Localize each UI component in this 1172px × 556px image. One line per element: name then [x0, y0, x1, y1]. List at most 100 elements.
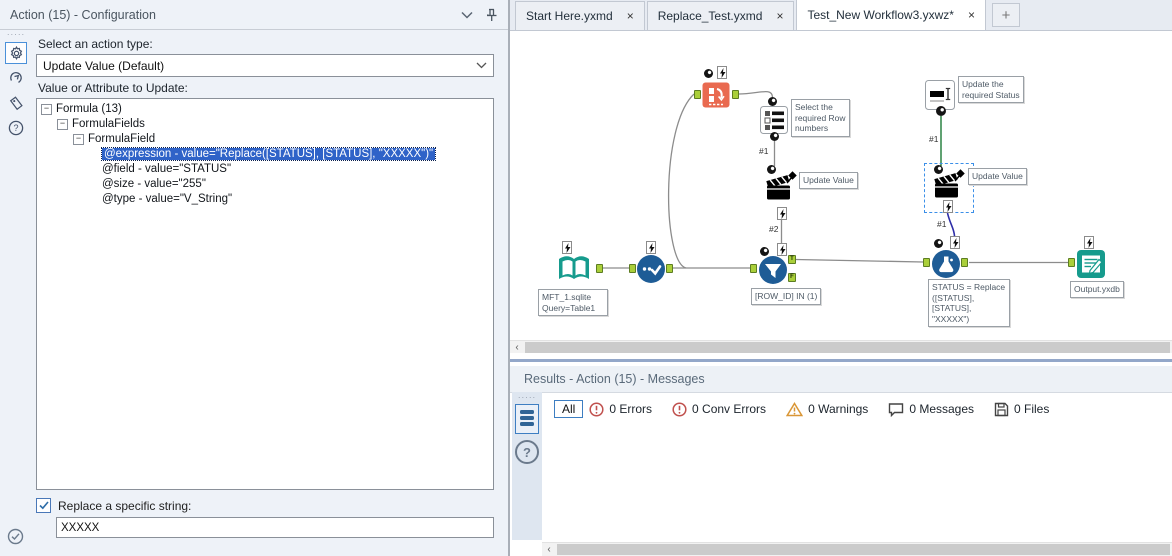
scroll-left-arrow[interactable]: ‹ — [542, 543, 556, 556]
input-anchor[interactable] — [694, 90, 701, 99]
input-anchor[interactable] — [629, 264, 636, 273]
workflow-canvas[interactable]: MFT_1.sqlite Query=Table1 — [510, 31, 1172, 340]
interface-anchor-icon[interactable] — [943, 200, 953, 213]
interface-list-tool[interactable] — [702, 82, 730, 111]
replace-string-checkbox[interactable] — [36, 498, 51, 513]
textbox-annotation[interactable]: Update the required Status — [958, 76, 1024, 103]
warning-icon — [786, 401, 804, 416]
annotation-line: required Row — [795, 112, 846, 123]
messages-filter[interactable]: 0 Messages — [888, 402, 974, 417]
collapse-icon[interactable]: − — [41, 104, 52, 115]
tree-item-label[interactable]: @expression - value="Replace([STATUS], [… — [100, 147, 437, 161]
output-anchor[interactable] — [732, 90, 739, 99]
tree-item-label[interactable]: @type - value="V_String" — [102, 193, 233, 205]
output-anchor[interactable] — [596, 264, 603, 273]
action-annotation[interactable]: Update Value — [968, 168, 1027, 185]
interface-circle-icon[interactable] — [770, 132, 779, 141]
run-settings-tab[interactable] — [5, 67, 27, 89]
action-tool[interactable] — [932, 169, 966, 204]
tree-label: Value or Attribute to Update: — [38, 81, 188, 95]
interface-anchor-icon[interactable] — [646, 241, 656, 254]
record-id-tool[interactable] — [637, 255, 665, 283]
false-anchor[interactable]: F — [788, 273, 796, 282]
tree-item-label[interactable]: @field - value="STATUS" — [102, 163, 232, 175]
messages-view-button[interactable] — [515, 404, 539, 434]
tree-row[interactable]: @type - value="V_String" — [41, 192, 493, 207]
collapse-icon[interactable]: − — [57, 119, 68, 130]
interface-anchor-icon[interactable] — [777, 243, 787, 256]
warnings-filter[interactable]: 0 Warnings — [786, 401, 868, 417]
action-type-select[interactable]: Update Value (Default) — [36, 54, 494, 77]
help-icon[interactable]: ? — [515, 440, 539, 464]
true-anchor[interactable]: T — [788, 255, 796, 264]
interface-circle-icon[interactable] — [934, 239, 943, 248]
svg-text:?: ? — [13, 123, 18, 133]
errors-filter[interactable]: 0 Errors — [589, 401, 652, 417]
files-filter[interactable]: 0 Files — [994, 402, 1049, 417]
tree-row-selected[interactable]: @expression - value="Replace([STATUS], [… — [41, 147, 493, 162]
filter-annotation[interactable]: [ROW_ID] IN (1) — [751, 288, 822, 305]
tree-row[interactable]: −FormulaFields — [41, 117, 493, 132]
interface-anchor-icon[interactable] — [1084, 236, 1094, 249]
tree-item-label[interactable]: FormulaField — [88, 133, 156, 145]
interface-circle-icon[interactable] — [934, 165, 943, 174]
input-data-tool[interactable] — [556, 253, 592, 288]
close-icon[interactable]: × — [626, 9, 634, 23]
collapse-chevron-icon[interactable] — [461, 11, 473, 19]
configuration-gear-tab[interactable] — [5, 42, 27, 64]
interface-circle-icon[interactable] — [760, 247, 769, 256]
tree-row[interactable]: −FormulaField — [41, 132, 493, 147]
scroll-left-arrow[interactable]: ‹ — [510, 341, 524, 354]
annotation-tab[interactable] — [5, 92, 27, 114]
action-annotation[interactable]: Update Value — [799, 172, 858, 189]
input-anchor[interactable] — [1068, 258, 1075, 267]
tree-row[interactable]: @field - value="STATUS" — [41, 162, 493, 177]
interface-circle-icon[interactable] — [704, 69, 713, 78]
panel-splitter[interactable] — [510, 353, 1172, 366]
listbox-annotation[interactable]: Select the required Row numbers — [791, 99, 850, 137]
canvas-horizontal-scrollbar[interactable]: ‹ — [510, 340, 1172, 354]
interface-circle-icon[interactable] — [936, 106, 946, 116]
close-icon[interactable]: × — [776, 9, 784, 23]
scrollbar-thumb[interactable] — [525, 342, 1170, 353]
filter-all-button[interactable]: All — [554, 400, 584, 418]
interface-circle-icon[interactable] — [767, 165, 776, 174]
interface-anchor-icon[interactable] — [777, 207, 787, 220]
output-annotation[interactable]: Output.yxdb — [1070, 281, 1124, 298]
tree-row[interactable]: @size - value="255" — [41, 177, 493, 192]
output-anchor[interactable] — [961, 258, 968, 267]
help-tab[interactable]: ? — [5, 117, 27, 139]
action-tool[interactable] — [764, 171, 798, 206]
output-data-tool[interactable] — [1076, 249, 1106, 282]
text-box-tool[interactable] — [925, 80, 955, 113]
interface-anchor-icon[interactable] — [562, 241, 572, 254]
attribute-tree[interactable]: −Formula (13) −FormulaFields −FormulaFie… — [36, 98, 494, 490]
tab-test-new-workflow3[interactable]: Test_New Workflow3.yxwz* × — [796, 0, 986, 30]
input-anchor[interactable] — [923, 258, 930, 267]
tab-start-here[interactable]: Start Here.yxmd × — [515, 1, 645, 30]
tree-item-label[interactable]: FormulaFields — [72, 118, 145, 130]
tab-replace-test[interactable]: Replace_Test.yxmd × — [646, 1, 795, 30]
collapse-icon[interactable]: − — [73, 134, 84, 145]
replace-string-label: Replace a specific string: — [58, 498, 192, 513]
input-annotation[interactable]: MFT_1.sqlite Query=Table1 — [538, 289, 608, 316]
tree-item-label[interactable]: Formula (13) — [56, 103, 122, 115]
interface-anchor-icon[interactable] — [717, 66, 727, 79]
interface-circle-icon[interactable] — [768, 97, 777, 106]
tree-item-label[interactable]: @size - value="255" — [102, 178, 206, 190]
close-icon[interactable]: × — [967, 8, 975, 22]
new-workflow-button[interactable]: + — [991, 3, 1020, 27]
scrollbar-thumb[interactable] — [557, 544, 1170, 555]
filter-tool[interactable] — [759, 256, 787, 284]
pin-icon[interactable] — [485, 8, 498, 22]
results-horizontal-scrollbar[interactable]: ‹ — [542, 542, 1172, 556]
replace-string-input[interactable]: XXXXX — [56, 517, 494, 538]
interface-anchor-icon[interactable] — [950, 236, 960, 249]
formula-tool[interactable] — [932, 250, 960, 278]
output-anchor[interactable] — [666, 264, 673, 273]
conv-errors-filter[interactable]: 0 Conv Errors — [672, 401, 766, 417]
connection-label: #1 — [936, 219, 948, 229]
tree-row[interactable]: −Formula (13) — [41, 102, 493, 117]
formula-annotation[interactable]: STATUS = Replace ([STATUS], [STATUS], "X… — [928, 279, 1010, 327]
input-anchor[interactable] — [750, 264, 757, 273]
